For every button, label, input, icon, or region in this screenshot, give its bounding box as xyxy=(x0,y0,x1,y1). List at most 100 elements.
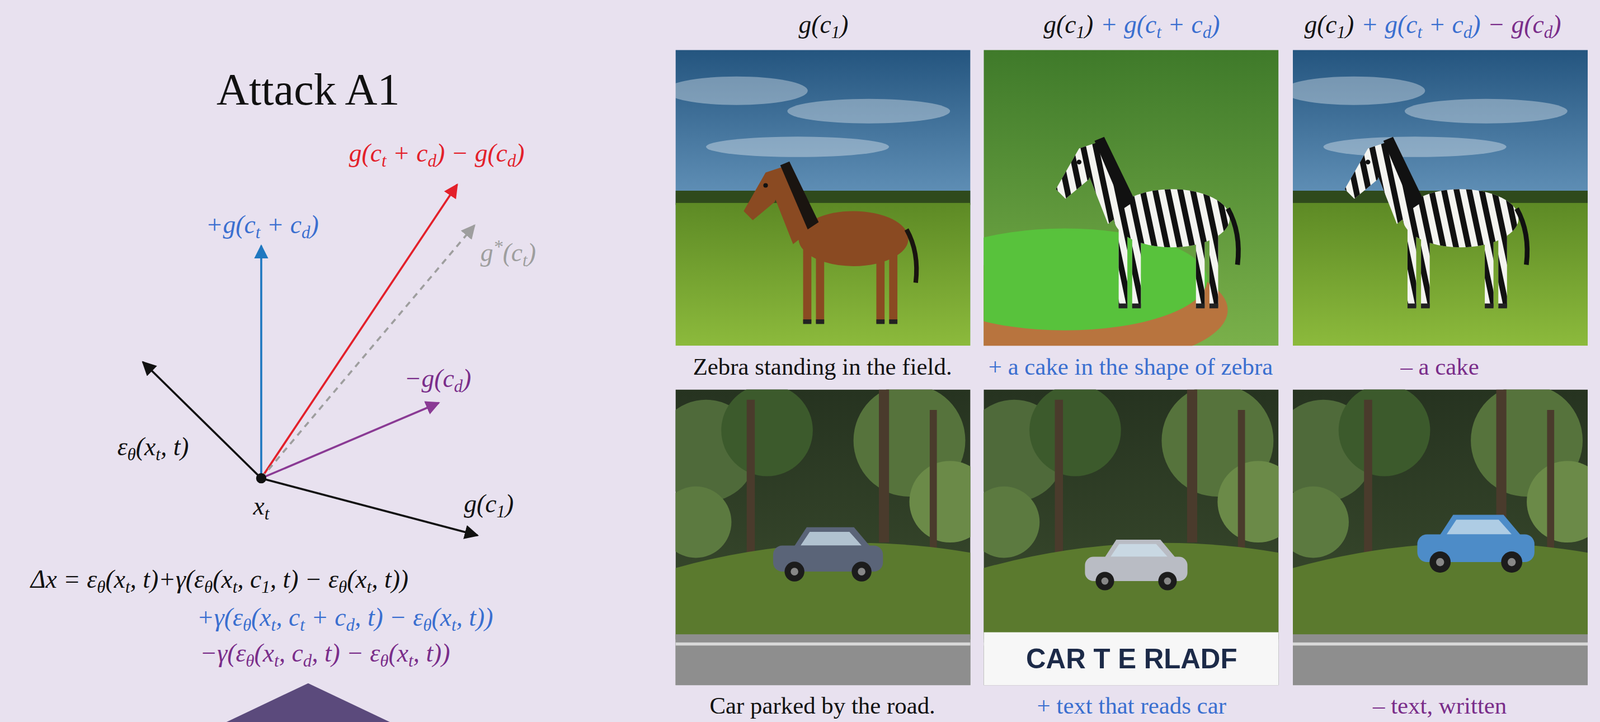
foliage xyxy=(721,389,813,477)
image-panel xyxy=(1282,49,1588,346)
trunk xyxy=(929,410,938,564)
animal-fill xyxy=(1023,101,1279,335)
hub xyxy=(857,567,866,576)
stripe xyxy=(1311,114,1362,324)
stripe xyxy=(1036,114,1086,324)
image-caption: + text that reads car xyxy=(1037,692,1227,720)
equation-line: +γ(εθ(xt, ct + cd, t) − εθ(xt, t)) xyxy=(196,603,493,635)
image-panel xyxy=(655,384,991,686)
hub xyxy=(1507,558,1517,567)
stripe xyxy=(1412,114,1463,324)
mane xyxy=(1094,137,1136,209)
eye xyxy=(1076,159,1082,165)
stripe xyxy=(1136,114,1187,324)
vector-diagram xyxy=(142,184,478,536)
column-header-term: + g(ct + cd) xyxy=(1100,10,1220,43)
road xyxy=(1292,634,1588,686)
car-window xyxy=(800,532,862,547)
trunk xyxy=(878,389,889,544)
stripe xyxy=(1437,114,1488,324)
car-window xyxy=(1110,544,1168,558)
title: Attack A1 xyxy=(216,63,400,116)
animal-colour xyxy=(716,128,971,346)
trunk xyxy=(1055,400,1064,554)
column-header-term: g(c1) xyxy=(1304,10,1354,43)
hoof xyxy=(803,319,812,324)
stripe xyxy=(1023,114,1074,324)
stripe xyxy=(1085,114,1136,324)
point-label: xt xyxy=(253,491,270,524)
stripe xyxy=(1375,114,1425,324)
car-figure xyxy=(1084,539,1188,591)
column-header: g(c1)+ g(ct + cd) xyxy=(1043,10,1220,43)
column-header-term: g(c1) xyxy=(798,10,849,43)
hoof xyxy=(1484,303,1494,309)
road-edge xyxy=(675,642,971,646)
hoof xyxy=(1420,303,1430,309)
trunk xyxy=(1546,410,1555,564)
hoof xyxy=(1118,303,1128,309)
animal-fill xyxy=(1311,101,1587,335)
car-window xyxy=(1446,519,1512,535)
column-header: g(c1)+ g(ct + cd)− g(cd) xyxy=(1304,10,1561,43)
hub xyxy=(1101,577,1109,586)
cloud xyxy=(675,76,808,106)
vector-arrow xyxy=(261,402,439,479)
stripe xyxy=(1337,114,1387,324)
cloud xyxy=(1323,136,1507,157)
stripe xyxy=(1324,114,1375,324)
column-header-term: g(c1) xyxy=(1043,10,1094,43)
image-caption: + a cake in the shape of zebra xyxy=(988,353,1273,381)
column-header: g(c1) xyxy=(798,10,849,43)
image-caption: – text, written xyxy=(1372,692,1507,720)
wheel xyxy=(1158,571,1177,591)
stripe xyxy=(1186,114,1237,324)
vector-label: εθ(xt, t) xyxy=(117,433,190,465)
trunk xyxy=(746,400,756,554)
stripe xyxy=(1173,114,1224,324)
image-panel xyxy=(963,384,1300,686)
hoof xyxy=(1132,303,1142,309)
image-caption: Zebra standing in the field. xyxy=(693,353,953,381)
foliage xyxy=(1029,389,1122,477)
vector-label: −g(cd) xyxy=(404,364,472,397)
equation-line: Δx = εθ(xt, t)+γ(εθ(xt, c1, t) − εθ(xt, … xyxy=(30,565,409,598)
animal-colour xyxy=(1315,101,1587,335)
foliage xyxy=(909,460,971,543)
vector-arrow xyxy=(260,245,263,479)
animal-figure xyxy=(1023,101,1279,335)
panel-content xyxy=(1292,389,1588,686)
foliage xyxy=(1338,389,1431,477)
trunk xyxy=(1363,400,1373,554)
stripe xyxy=(1488,114,1538,324)
wheel xyxy=(1095,571,1114,591)
stripe xyxy=(1400,114,1451,324)
wheel xyxy=(1500,551,1523,573)
animal-fill xyxy=(716,128,971,346)
wheel xyxy=(1429,551,1451,573)
image-panel xyxy=(665,49,973,349)
stripe xyxy=(1123,114,1174,324)
car-cabin xyxy=(1439,514,1522,536)
hoof xyxy=(815,319,825,324)
grass-slope xyxy=(1292,543,1588,640)
hoof xyxy=(1407,303,1417,309)
tail xyxy=(1227,208,1239,265)
hoof xyxy=(876,319,885,324)
panel-content xyxy=(675,49,971,346)
car-figure xyxy=(1417,514,1534,573)
stripe xyxy=(1424,114,1475,324)
tail xyxy=(1516,208,1528,265)
cloud xyxy=(706,136,889,157)
vector-label: g(c1) xyxy=(463,490,514,522)
hoof xyxy=(1196,303,1206,309)
grass-slope xyxy=(983,543,1279,640)
car-cabin xyxy=(1104,539,1177,559)
cloud xyxy=(1404,99,1568,124)
hoof xyxy=(888,319,898,324)
eye xyxy=(763,182,768,188)
image-panel xyxy=(922,49,1298,366)
foliage xyxy=(1217,460,1279,543)
cloud xyxy=(787,99,950,124)
